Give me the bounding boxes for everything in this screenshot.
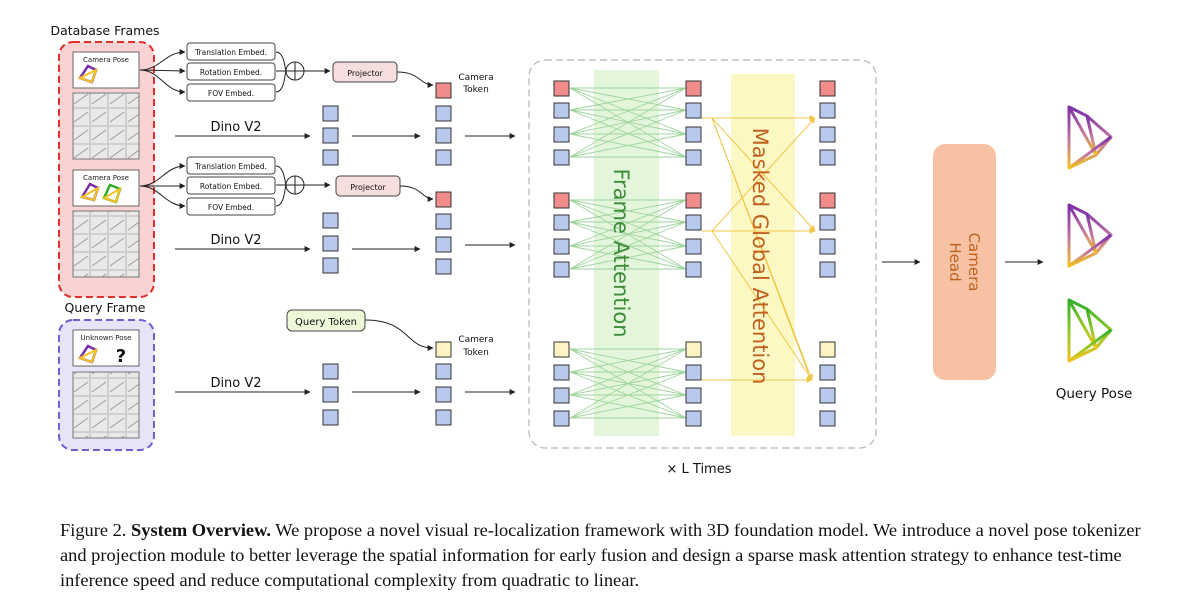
fov-embed-label-2: FOV Embed.	[208, 203, 254, 212]
token-stack-query	[435, 341, 452, 426]
question-mark: ?	[116, 346, 126, 367]
translation-embed-box-1	[186, 42, 276, 61]
camera-token-label-2-line2: Token	[462, 348, 489, 358]
embedding-block-2: Translation Embed. Rotation Embed. FOV E…	[139, 156, 434, 216]
token-stack-1	[435, 82, 452, 166]
dino-token-qc	[322, 409, 339, 426]
frame-attention-links	[569, 87, 687, 419]
global-attention-band	[731, 74, 795, 436]
dino-row-1: Dino V2	[175, 105, 421, 166]
camera-token-1	[435, 82, 452, 99]
dino-label-1: Dino V2	[210, 120, 261, 135]
masked-global-attention-label: Masked Global Attention	[748, 128, 772, 385]
unknown-pose-label: Unknown Pose	[81, 334, 132, 342]
camera-token-label-1-line1: Camera	[458, 73, 493, 83]
camera-frustum-unknown-icon	[77, 344, 98, 364]
dino-label-query: Dino V2	[210, 376, 261, 391]
embedding-block-1: Translation Embed. Rotation Embed. FOV E…	[139, 42, 434, 102]
dino-token-1a	[322, 105, 339, 122]
translation-embed-box-2	[186, 156, 276, 175]
camera-head-box	[933, 144, 996, 380]
global-attention-links	[702, 115, 816, 383]
fov-embed-box-2	[186, 197, 276, 216]
camera-head-label-line2: Head	[946, 242, 964, 281]
camera-token-2	[435, 191, 452, 208]
system-overview-diagram: Database Frames Camera Pose Camera Pose …	[50, 23, 1133, 477]
camera-pose-output-2-icon	[1067, 203, 1113, 268]
rotation-embed-label-2: Rotation Embed.	[200, 182, 262, 191]
dino-token-1c	[322, 149, 339, 166]
dino-row-2: Dino V2	[175, 212, 421, 274]
dino-token-2c	[322, 257, 339, 274]
camera-pose-card-2	[72, 169, 140, 207]
camera-frustum-pair-icon	[79, 182, 122, 204]
dino-token-qa	[322, 363, 339, 380]
fov-embed-label-1: FOV Embed.	[208, 89, 254, 98]
room-image-1	[72, 92, 140, 160]
attention-middle-tokens	[685, 80, 702, 427]
translation-embed-label-1: Translation Embed.	[194, 48, 267, 57]
database-frames-label: Database Frames	[50, 23, 159, 38]
dino-token-2b	[322, 235, 339, 252]
dino-token-2a	[322, 212, 339, 229]
attention-input-tokens	[553, 80, 570, 427]
query-token-label: Query Token	[295, 317, 357, 328]
query-pose-label: Query Pose	[1056, 386, 1133, 402]
camera-frustum-icon	[77, 64, 98, 84]
frame-attention-label: Frame Attention	[609, 168, 633, 337]
query-camera-token	[435, 341, 452, 358]
room-image-query	[72, 371, 140, 439]
camera-pose-label-1: Camera Pose	[83, 56, 129, 64]
dino-row-query: Dino V2	[175, 363, 421, 426]
dino-label-2: Dino V2	[210, 233, 261, 248]
rotation-embed-box-1	[186, 62, 276, 81]
translation-embed-label-2: Translation Embed.	[194, 162, 267, 171]
dino-token-1b	[322, 127, 339, 144]
rotation-embed-box-2	[186, 176, 276, 195]
room-image-2	[72, 210, 140, 278]
camera-pose-output-query-icon	[1067, 298, 1113, 363]
l-times-label: × L Times	[667, 462, 732, 477]
camera-token-label-2-line1: Camera	[458, 335, 493, 345]
caption-label: Figure 2.	[60, 520, 127, 540]
camera-pose-output-1-icon	[1067, 105, 1113, 170]
figure-caption: Figure 2. System Overview. We propose a …	[60, 518, 1170, 593]
caption-title: System Overview.	[131, 520, 271, 540]
projector-label-1: Projector	[347, 69, 383, 78]
query-frame-label: Query Frame	[65, 300, 146, 315]
rotation-embed-label-1: Rotation Embed.	[200, 68, 262, 77]
projector-label-2: Projector	[350, 183, 386, 192]
token-stack-2	[435, 191, 452, 275]
dino-token-qb	[322, 386, 339, 403]
caption-text: We propose a novel visual re-localizatio…	[60, 520, 1141, 590]
camera-pose-label-2: Camera Pose	[83, 174, 129, 182]
fov-embed-box-1	[186, 83, 276, 102]
camera-head-label-line1: Camera	[965, 233, 983, 292]
attention-output-tokens	[819, 80, 836, 427]
camera-token-label-1-line2: Token	[462, 85, 489, 95]
